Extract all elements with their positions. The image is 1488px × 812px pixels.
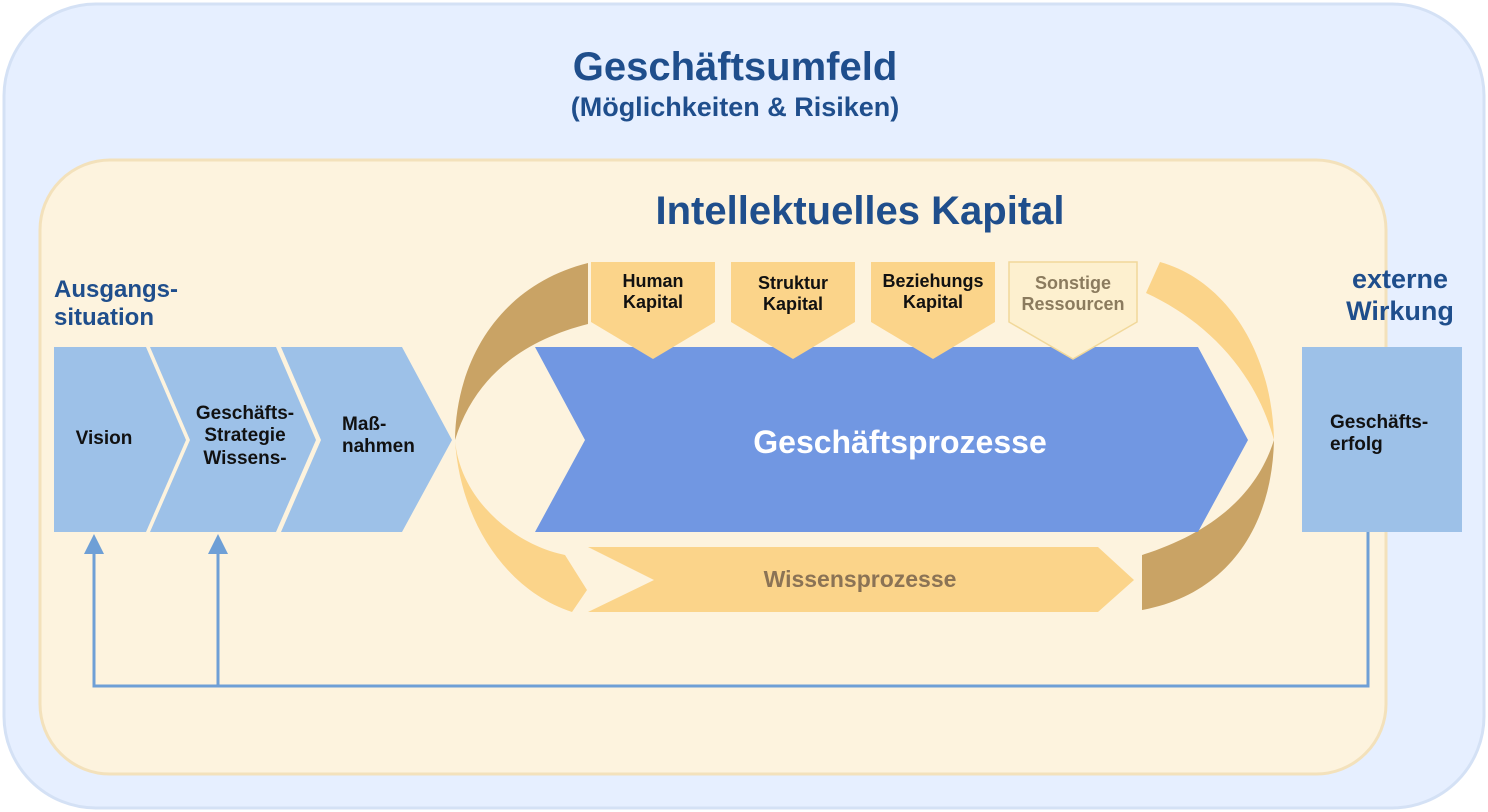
environment-title: Geschäftsumfeld	[572, 45, 898, 89]
capital-structure-shape	[731, 262, 855, 359]
capital-other-label: Sonstige Ressourcen	[1021, 273, 1125, 315]
step-measures-shape	[281, 347, 452, 532]
feedback-line	[92, 532, 1370, 688]
loop-arc-bottom-left	[455, 440, 587, 612]
business-processes-label: Geschäftsprozesse	[753, 424, 1047, 460]
business-success-box	[1302, 347, 1462, 532]
loop-arc-top-left	[455, 263, 588, 440]
feedback-arrowhead-strategy	[208, 534, 228, 554]
external-effect-label: externe Wirkung	[1346, 264, 1454, 326]
knowledge-processes-label: Wissensprozesse	[763, 566, 957, 592]
step-vision-shape	[54, 347, 186, 532]
step-vision-label: Vision	[75, 428, 133, 449]
step-measures-label: Maß- nahmen	[342, 414, 415, 458]
capital-human-shape	[591, 262, 715, 359]
feedback-arrowhead-vision	[84, 534, 104, 554]
step-strategy-shape	[150, 347, 316, 532]
step-strategy-label: Geschäfts- Strategie Wissens-	[195, 403, 295, 469]
business-processes-arrow	[535, 347, 1248, 532]
capital-human-label: Human Kapital	[622, 271, 684, 313]
business-success-label: Geschäfts- erfolg	[1330, 412, 1429, 456]
intellectual-capital-title: Intellektuelles Kapital	[655, 189, 1065, 233]
initial-situation-label: Ausgangs- situation	[54, 276, 179, 332]
knowledge-processes-arrow	[588, 547, 1134, 612]
capital-other-shape	[1008, 261, 1138, 360]
loop-arc-top-right	[1146, 262, 1274, 440]
environment-subtitle: (Möglichkeiten & Risiken)	[570, 92, 900, 122]
capital-relationship-shape	[871, 262, 995, 359]
loop-arc-bottom-right	[1142, 440, 1274, 610]
capital-relationship-label: Beziehungs Kapital	[882, 271, 984, 313]
capital-structure-label: Struktur Kapital	[757, 273, 828, 315]
